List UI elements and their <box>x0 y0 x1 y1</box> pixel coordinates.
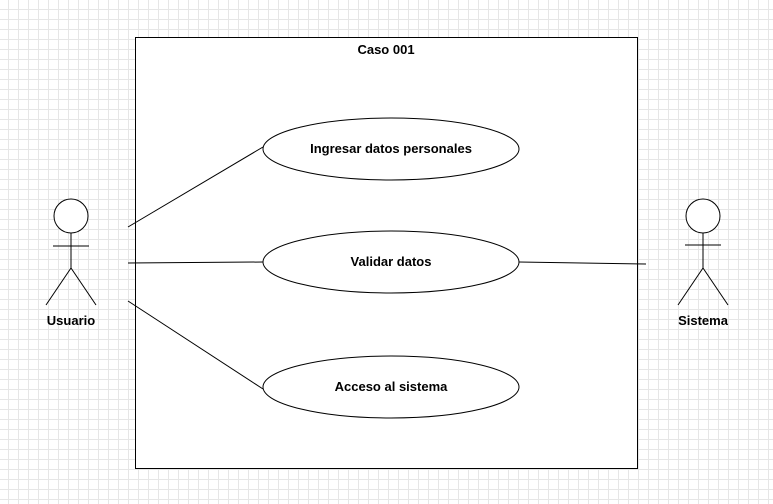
association-sistema-validar[interactable] <box>518 261 647 265</box>
use-case-ellipse <box>262 230 520 294</box>
actor-name: Usuario <box>47 313 95 328</box>
stick-figure-icon <box>677 198 729 306</box>
use-case-ellipse <box>262 117 520 181</box>
association-usuario-ingresar[interactable] <box>127 146 264 228</box>
actor-name: Sistema <box>678 313 729 328</box>
stick-figure-icon <box>45 198 97 306</box>
associations <box>127 146 647 390</box>
actor-sistema[interactable]: Sistema <box>677 198 729 328</box>
actor-usuario[interactable]: Usuario <box>45 198 97 328</box>
use-case-acceso-sistema[interactable]: Acceso al sistema <box>262 355 520 419</box>
association-usuario-validar[interactable] <box>127 261 264 264</box>
system-boundary-title: Caso 001 <box>357 42 414 57</box>
use-case-ellipse <box>262 355 520 419</box>
association-usuario-acceso[interactable] <box>127 300 264 390</box>
use-case-label: Acceso al sistema <box>335 379 449 394</box>
use-case-ingresar-datos[interactable]: Ingresar datos personales <box>262 117 520 181</box>
use-case-label: Validar datos <box>351 254 432 269</box>
use-case-validar-datos[interactable]: Validar datos <box>262 230 520 294</box>
use-case-label: Ingresar datos personales <box>310 141 472 156</box>
